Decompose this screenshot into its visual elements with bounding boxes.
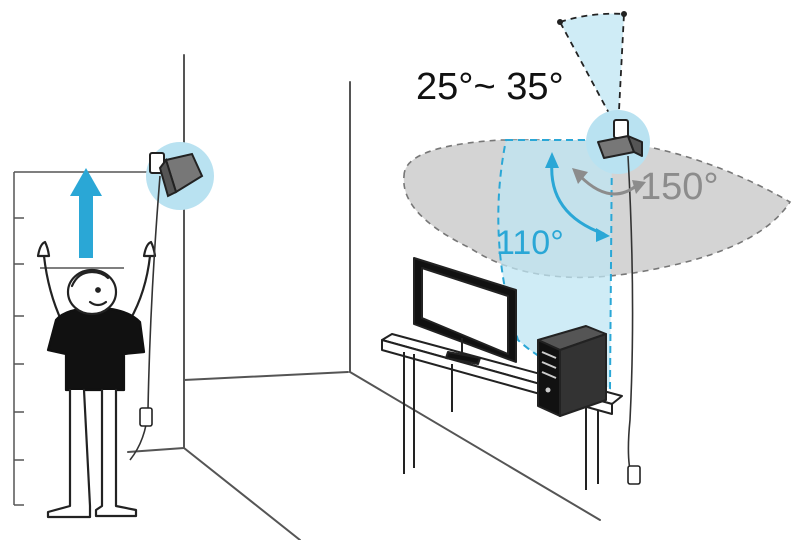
cable-right <box>627 155 634 479</box>
vertical-fov-arc <box>545 152 610 242</box>
vertical-fov-label: 110° <box>496 224 564 262</box>
floor-outlet-right <box>627 465 641 485</box>
tilt-angle-ends <box>557 11 627 25</box>
tilt-angle-cone <box>558 12 625 134</box>
tilt-angle-label: 25°~ 35° <box>416 66 564 108</box>
pc-tower-icon <box>537 325 607 417</box>
height-arrow-icon <box>70 168 102 258</box>
person-figure-icon <box>36 240 157 519</box>
monitor-icon <box>413 257 517 365</box>
height-scale <box>13 171 152 506</box>
room-walls <box>127 54 601 540</box>
horizontal-fov-label: 150° <box>640 166 719 208</box>
horizontal-fov-arc <box>572 168 646 196</box>
cable-left <box>129 175 161 461</box>
base-station-icon <box>597 135 643 159</box>
power-outlet-icon <box>613 119 629 139</box>
base-station-icon <box>158 152 204 198</box>
floor-outlet-left <box>139 407 153 427</box>
